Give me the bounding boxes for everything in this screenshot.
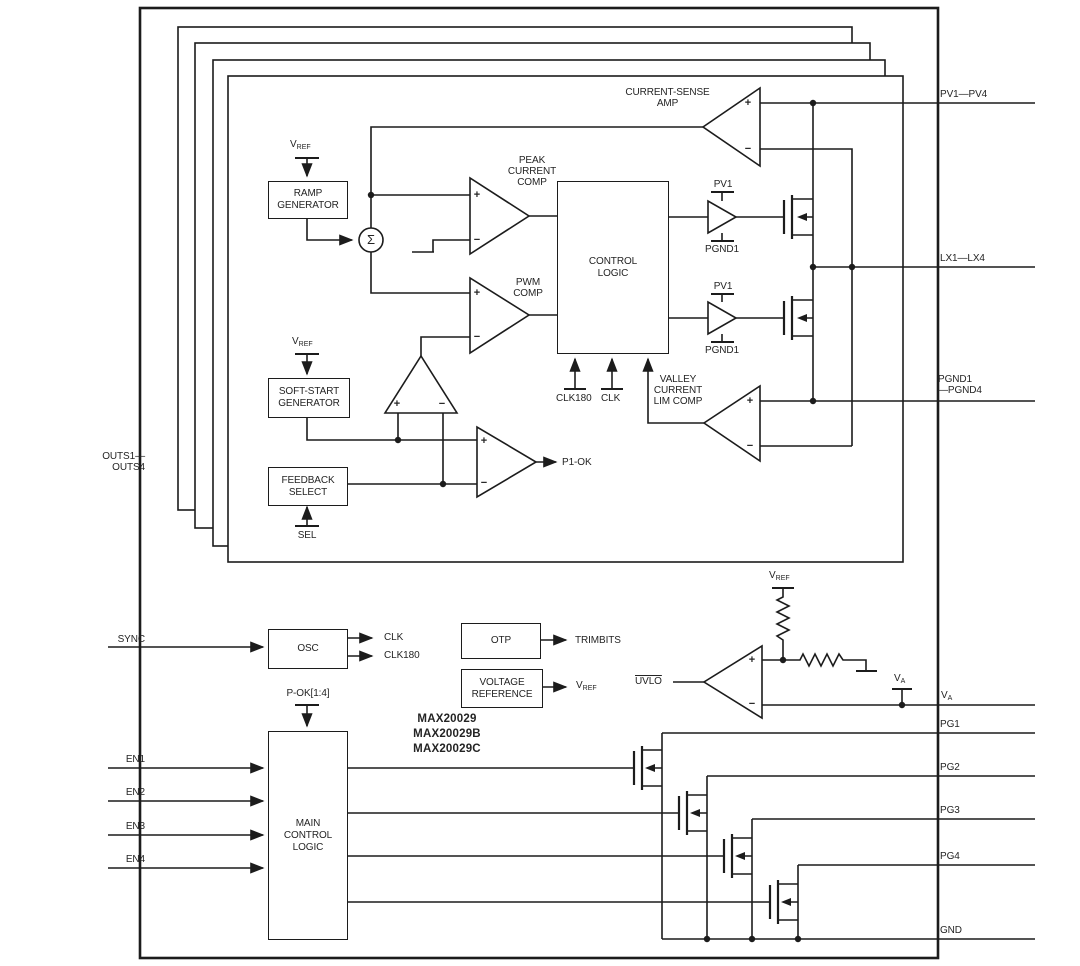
valley-comp-triangle [702,384,761,463]
clk-output-label: CLK [384,632,404,643]
main-control-logic-block: MAIN CONTROL LOGIC [268,731,348,940]
peak-plus: + [473,189,481,201]
diagram-border [138,6,940,960]
part-number-1: MAX20029 [417,713,477,725]
clk-input-label: CLK [601,393,621,404]
uvlo-comp-triangle [702,644,763,720]
control-logic-block: CONTROL LOGIC [557,181,669,354]
p1ok-comp-triangle [476,425,538,499]
part-numbers: MAX20029 MAX20029B MAX20029C [400,712,494,757]
pwm-comp-label: PWM COMP [513,277,543,299]
pin-gnd: GND [940,925,962,936]
pin-pgnd1-pgnd4: PGND1 —PGND4 [938,374,982,396]
pg-mosfet-2 [677,775,1035,939]
valley-minus: − [746,440,754,452]
sel-label: SEL [297,530,317,541]
ramp-generator-block: RAMP GENERATOR [268,181,348,219]
uvlo-plus: + [748,654,756,666]
pin-en3: EN3 [125,821,145,832]
trimbits-label: TRIMBITS [575,635,621,646]
current-sense-amp-triangle [701,86,761,168]
va-terminal: VA [894,673,906,686]
gate-driver1-triangle [707,199,738,235]
error-amp-triangle [383,354,459,414]
valley-comp-label: VALLEY CURRENT LIM COMP [653,374,703,407]
summer-sigma-symbol: Σ [366,232,376,247]
pwm-plus: + [473,287,481,299]
gate-driver2-triangle [707,300,738,336]
peak-minus: − [473,234,481,246]
cs-amp-plus: + [744,97,752,109]
part-number-2: MAX20029B [413,728,481,740]
pwm-comp-triangle [469,276,531,355]
p-ok-bus-label: P-OK[1:4] [286,688,330,699]
pin-en4: EN4 [125,854,145,865]
error-amp-minus: − [438,398,446,410]
clk180-input-label: CLK180 [556,393,592,404]
error-amp-plus: + [393,398,401,410]
cs-amp-minus: − [744,143,752,155]
part-number-3: MAX20029C [413,743,481,755]
pin-pv1-pv4: PV1—PV4 [940,89,988,100]
pin-en2: EN2 [125,787,145,798]
va-pin-label: VA [941,690,953,703]
pin-pg4: PG4 [940,851,960,862]
osc-block: OSC [268,629,348,669]
pg-mosfet-3 [722,818,1035,939]
pin-outs1-outs4: OUTS1— OUTS4 [102,451,145,473]
peak-comp-triangle [469,176,531,256]
pin-lx1-lx4: LX1—LX4 [940,253,985,264]
vref-terminal-softstart: VREF [292,336,313,349]
driver2-pgnd1-label: PGND1 [705,345,739,356]
driver1-pgnd1-label: PGND1 [705,244,739,255]
clk180-output-label: CLK180 [384,650,420,661]
pin-pg3: PG3 [940,805,960,816]
uvlo-minus: − [748,698,756,710]
pg-mosfet-1 [632,732,1035,939]
soft-start-generator-block: SOFT-START GENERATOR [268,378,350,418]
p1ok-plus: + [480,435,488,447]
otp-block: OTP [461,623,541,659]
junction-dots [367,99,906,943]
uvlo-label: UVLO [635,676,662,687]
p1-ok-label: P1-OK [562,457,592,468]
peak-current-comp-label: PEAK CURRENT COMP [507,155,557,188]
vref-terminal-divider: VREF [769,570,790,583]
vref-terminal-ramp: VREF [290,139,311,152]
pin-pg2: PG2 [940,762,960,773]
valley-plus: + [746,395,754,407]
pg-mosfet-4 [768,864,1035,939]
vref-output-label: VREF [576,680,597,693]
pin-en1: EN1 [125,754,145,765]
driver1-pv1-label: PV1 [713,179,733,190]
pin-pg1: PG1 [940,719,960,730]
current-sense-amp-label: CURRENT-SENSE AMP [625,87,710,109]
pwm-minus: − [473,331,481,343]
voltage-reference-block: VOLTAGE REFERENCE [461,669,543,708]
pin-sync: SYNC [117,634,145,645]
driver2-pv1-label: PV1 [713,281,733,292]
feedback-select-block: FEEDBACK SELECT [268,467,348,506]
p1ok-minus: − [480,477,488,489]
